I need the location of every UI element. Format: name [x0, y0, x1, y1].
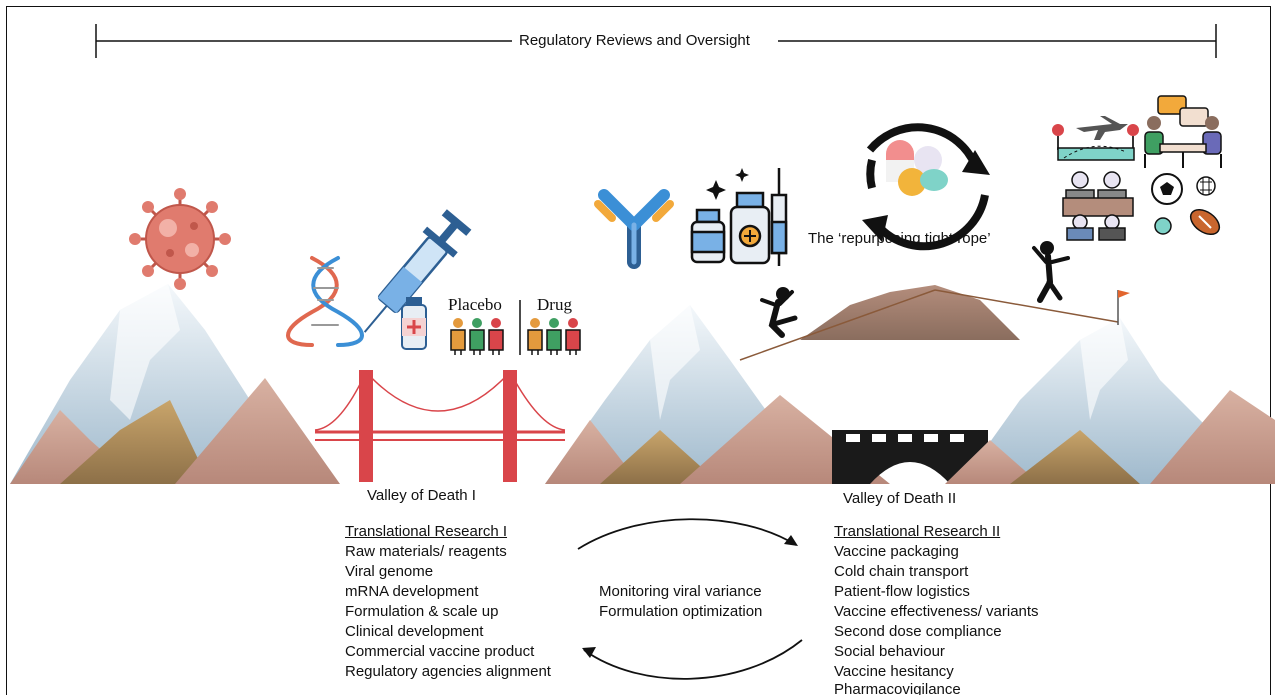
- valley-of-death-1-label: Valley of Death I: [367, 487, 476, 504]
- oversight-bracket: [95, 24, 1217, 58]
- list-item: Second dose compliance: [834, 623, 1002, 640]
- cycle-arrows: [577, 518, 803, 680]
- placebo-group-icon: [450, 318, 504, 355]
- arrow-head-left: [582, 647, 596, 658]
- list-item: Clinical development: [345, 623, 484, 640]
- list-item: Vaccine hesitancy: [834, 663, 954, 680]
- dna-icon: [286, 256, 364, 347]
- mountain-range-right: [945, 318, 1275, 484]
- tightrope: [934, 289, 1119, 323]
- sports-balls-icon: [1151, 173, 1221, 236]
- valley-of-death-2-label: Valley of Death II: [843, 490, 957, 507]
- list-item: Formulation & scale up: [345, 603, 499, 620]
- list-item: Patient-flow logistics: [834, 583, 970, 600]
- mountain-range-left: [10, 284, 340, 484]
- tightrope-walker-right-icon: [1032, 241, 1070, 303]
- drug-group-icon: [527, 318, 581, 355]
- cycle-label: Formulation optimization: [599, 603, 763, 620]
- list-item: Pharmacovigilance: [834, 682, 961, 695]
- tightrope-walker-left-icon: [760, 287, 798, 338]
- translational-research-2: Translational Research II Vaccine packag…: [834, 522, 1039, 695]
- distant-hill: [800, 285, 1020, 340]
- oversight-label: Regulatory Reviews and Oversight: [519, 32, 750, 49]
- list-item: Vaccine packaging: [834, 543, 959, 560]
- arrow-head-right: [784, 535, 798, 546]
- vaccine-bottles-icon: [690, 168, 788, 266]
- pills-cycle-icon: [862, 123, 990, 251]
- list-item: Regulatory agencies alignment: [345, 663, 551, 680]
- list-item: mRNA development: [345, 583, 479, 600]
- list-item: Viral genome: [345, 563, 434, 580]
- research-2-title: Translational Research II: [834, 523, 1001, 540]
- arched-bridge: [832, 430, 988, 484]
- list-item: Commercial vaccine product: [345, 643, 535, 660]
- list-item: Social behaviour: [834, 643, 945, 660]
- conference-icon: [1062, 171, 1134, 241]
- tightrope-label: The ‘repurposing tight rope’: [808, 230, 991, 247]
- flag-icon: [1117, 290, 1130, 325]
- translational-research-1: Translational Research I Raw materials/ …: [345, 522, 551, 682]
- antibody-icon: [594, 189, 674, 269]
- list-item: Cold chain transport: [834, 563, 969, 580]
- meeting-icon: [1144, 95, 1222, 168]
- virus-icon: [129, 188, 231, 290]
- research-1-title: Translational Research I: [345, 523, 508, 540]
- golden-gate-bridge: [314, 370, 566, 482]
- figure-frame: [6, 6, 1271, 695]
- cycle-label: Monitoring viral variance: [599, 583, 762, 600]
- list-item: Vaccine effectiveness/ variants: [834, 603, 1039, 620]
- vial-icon: [401, 297, 427, 350]
- drug-label: Drug: [537, 295, 572, 314]
- airplane-icon: [1052, 116, 1139, 161]
- placebo-label: Placebo: [448, 295, 502, 314]
- tightrope: [739, 289, 936, 361]
- syringe-icon: [363, 209, 472, 333]
- list-item: Raw materials/ reagents: [345, 543, 507, 560]
- cycle-labels: Monitoring viral variance Formulation op…: [599, 582, 762, 622]
